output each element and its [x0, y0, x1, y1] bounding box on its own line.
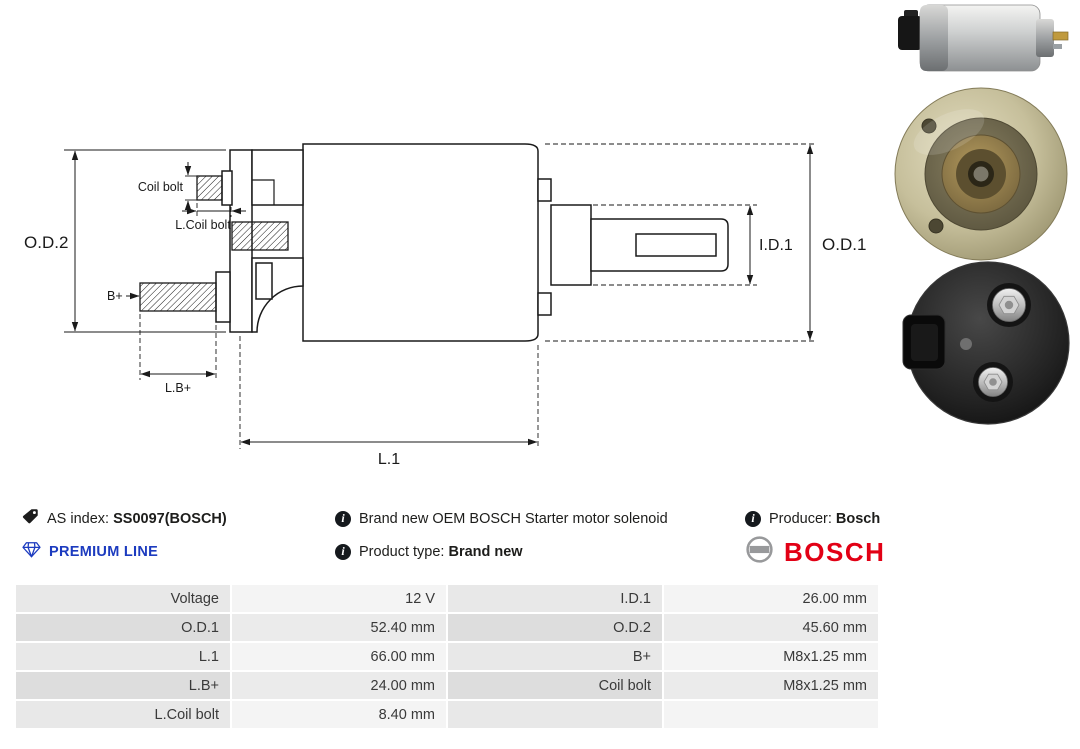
info-row-1: AS index: SS0097(BOSCH) i Brand new OEM …	[0, 502, 1080, 535]
spec-table: Voltage 12 V I.D.1 26.00 mm O.D.1 52.40 …	[14, 583, 880, 730]
spec-label-cell	[446, 699, 664, 730]
dim-label-l-coil-bolt: L.Coil bolt	[175, 218, 231, 232]
solenoid-dimension-drawing: O.D.2 Coil bolt L.Coil bolt B+ L.B+ L.1 …	[24, 143, 866, 468]
as-index-value: SS0097(BOSCH)	[113, 510, 227, 527]
info-icon: i	[745, 510, 761, 527]
photo-back-svg	[902, 261, 1070, 425]
threaded-studs	[139, 175, 289, 312]
premium-line-badge: PREMIUM LINE	[22, 541, 335, 562]
spec-label-cell: Coil bolt	[446, 670, 664, 701]
dimension-lines	[71, 144, 814, 446]
spec-row: Voltage 12 V I.D.1 26.00 mm	[14, 583, 880, 614]
dim-label-id1: I.D.1	[759, 237, 793, 254]
spec-value-cell: 66.00 mm	[230, 641, 448, 672]
bosch-logo-text: BOSCH	[784, 536, 886, 567]
dim-label-od2: O.D.2	[24, 233, 68, 252]
producer-label: Producer:	[769, 510, 832, 527]
dim-label-l1: L.1	[378, 451, 400, 468]
dimension-labels: O.D.2 Coil bolt L.Coil bolt B+ L.B+ L.1 …	[24, 180, 866, 468]
spec-label-cell: L.B+	[14, 670, 232, 701]
dim-label-coil-bolt: Coil bolt	[138, 180, 184, 194]
bosch-logo: BOSCH	[745, 535, 1080, 568]
info-icon: i	[335, 543, 351, 560]
premium-line-text: PREMIUM LINE	[49, 543, 159, 560]
as-index: AS index: SS0097(BOSCH)	[22, 508, 335, 529]
photo-front-svg	[894, 87, 1068, 261]
info-icon: i	[335, 510, 351, 527]
solenoid-outline	[215, 143, 729, 342]
spec-row: L.B+ 24.00 mm Coil bolt M8x1.25 mm	[14, 670, 880, 701]
product-photo-back[interactable]	[888, 258, 1078, 428]
bosch-armature-icon	[745, 535, 774, 568]
spec-label-cell: O.D.2	[446, 612, 664, 643]
spec-row: L.1 66.00 mm B+ M8x1.25 mm	[14, 641, 880, 672]
diamond-icon	[22, 541, 41, 562]
dim-label-l-b-plus: L.B+	[165, 381, 191, 395]
technical-diagram: O.D.2 Coil bolt L.Coil bolt B+ L.B+ L.1 …	[24, 143, 866, 468]
spec-value-cell	[662, 699, 880, 730]
product-photo-side[interactable]	[888, 0, 1078, 78]
spec-value-cell: 24.00 mm	[230, 670, 448, 701]
spec-label-cell: O.D.1	[14, 612, 232, 643]
spec-value-cell: M8x1.25 mm	[662, 670, 880, 701]
spec-row: O.D.1 52.40 mm O.D.2 45.60 mm	[14, 612, 880, 643]
product-type-value: Brand new	[448, 543, 523, 560]
dashed-extension-lines	[139, 143, 817, 449]
tag-icon	[22, 508, 39, 529]
spec-label-cell: Voltage	[14, 583, 232, 614]
product-photo-front[interactable]	[886, 84, 1076, 264]
spec-value-cell: 26.00 mm	[662, 583, 880, 614]
spec-value-cell: 45.60 mm	[662, 612, 880, 643]
producer-value: Bosch	[835, 510, 881, 527]
product-type: i Product type: Brand new	[335, 543, 745, 560]
spec-value-cell: 12 V	[230, 583, 448, 614]
spec-label-cell: I.D.1	[446, 583, 664, 614]
spec-label-cell: L.1	[14, 641, 232, 672]
product-type-label: Product type:	[359, 543, 445, 560]
info-row-2: PREMIUM LINE i Product type: Brand new B…	[0, 535, 1080, 568]
dim-label-b-plus: B+	[107, 289, 123, 303]
spec-label-cell: L.Coil bolt	[14, 699, 232, 730]
spec-row: L.Coil bolt 8.40 mm	[14, 699, 880, 730]
producer: i Producer: Bosch	[745, 510, 1080, 527]
spec-label-cell: B+	[446, 641, 664, 672]
as-index-label: AS index:	[47, 510, 110, 527]
spec-value-cell: M8x1.25 mm	[662, 641, 880, 672]
product-info: AS index: SS0097(BOSCH) i Brand new OEM …	[0, 502, 1080, 568]
dim-label-od1: O.D.1	[822, 235, 866, 254]
spec-value-cell: 8.40 mm	[230, 699, 448, 730]
extension-lines	[64, 149, 226, 333]
flange-detail-line	[252, 179, 275, 205]
product-description: i Brand new OEM BOSCH Starter motor sole…	[335, 510, 745, 527]
description-text: Brand new OEM BOSCH Starter motor soleno…	[359, 510, 668, 527]
spec-value-cell: 52.40 mm	[230, 612, 448, 643]
photo-side-svg	[898, 4, 1069, 72]
